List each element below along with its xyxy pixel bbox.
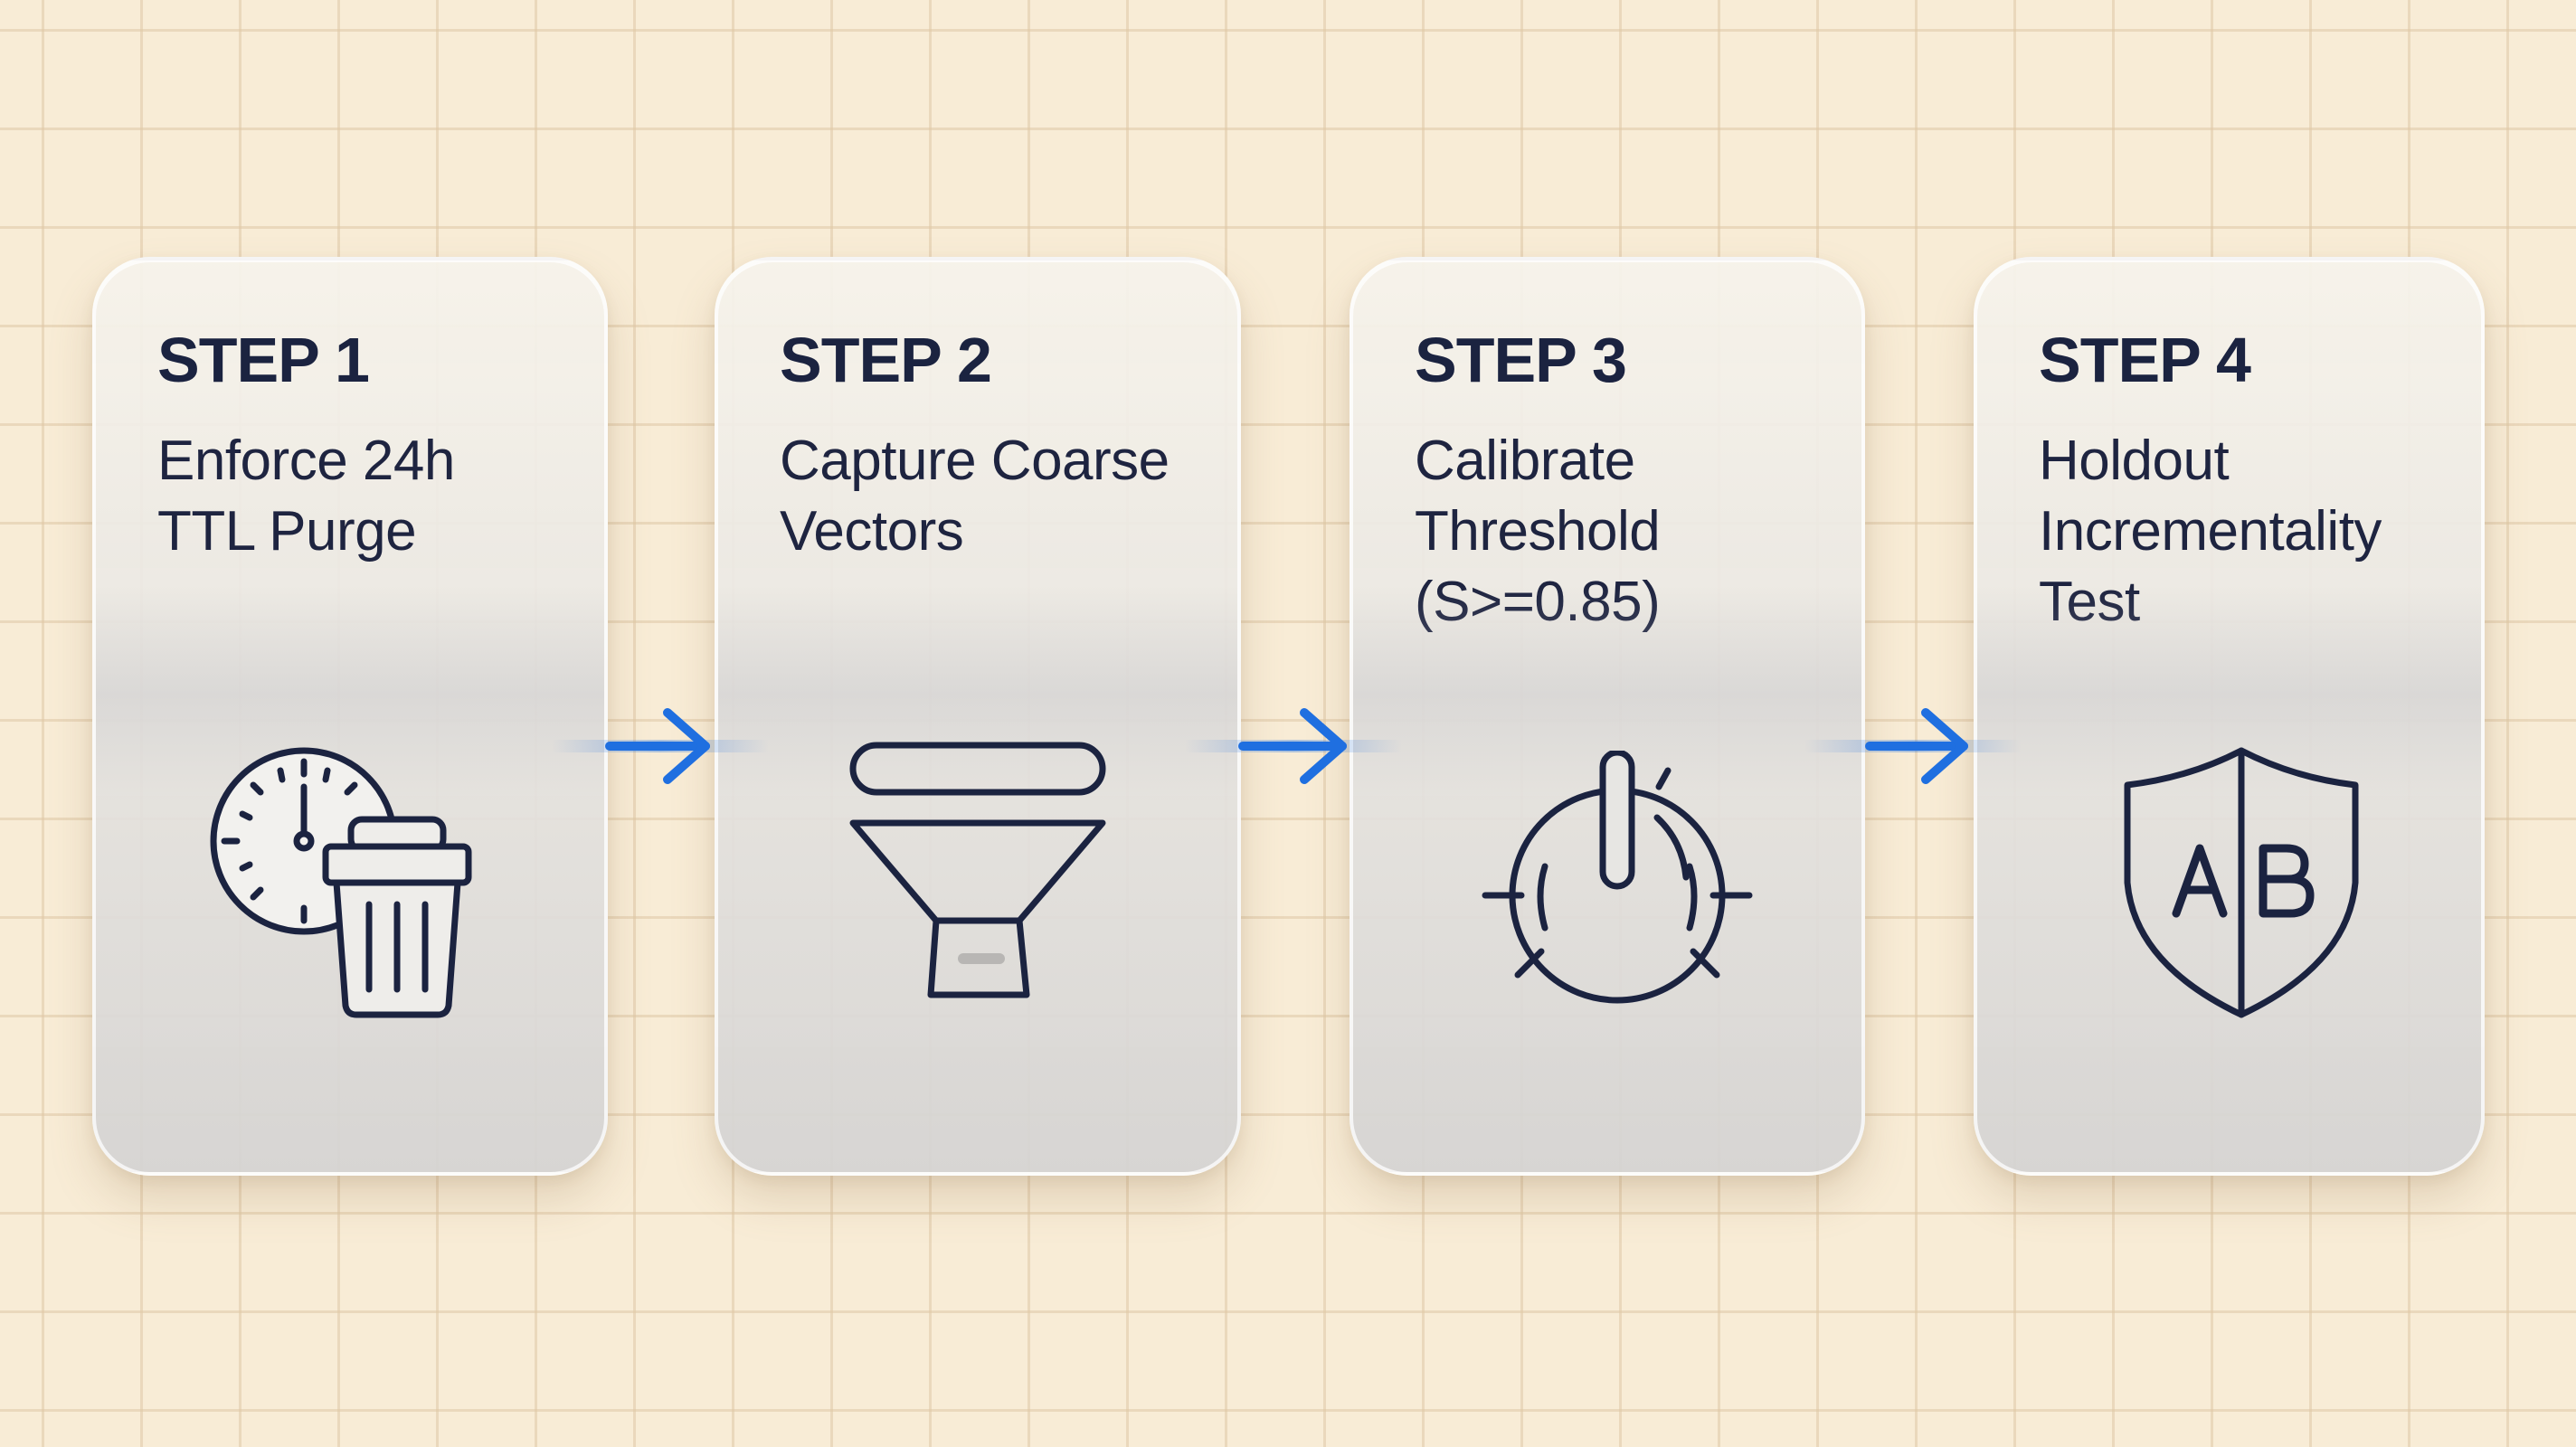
arrow-right-icon: [1185, 708, 1402, 784]
clock-trash-icon: [210, 747, 472, 1018]
step-card-4: STEP 4 Holdout Incrementality Test: [1974, 257, 2485, 1176]
dial-gauge-icon: [1482, 751, 1753, 1004]
step-card-2: STEP 2 Capture Coarse Vectors: [715, 257, 1241, 1176]
step-title: STEP 1: [157, 325, 370, 395]
step-title: STEP 3: [1415, 325, 1627, 395]
arrow-right-icon: [552, 708, 769, 784]
step-description: Capture Coarse Vectors: [780, 430, 1170, 563]
ab-shield-icon: [2124, 747, 2359, 1018]
step-description: Enforce 24h TTL Purge: [157, 430, 455, 563]
step-card-3: STEP 3 Calibrate Threshold (S>=0.85): [1350, 257, 1865, 1176]
arrow-right-icon: [1804, 708, 2022, 784]
step-description: Calibrate Threshold (S>=0.85): [1415, 430, 1661, 633]
step-title: STEP 2: [780, 325, 992, 395]
step-title: STEP 4: [2039, 325, 2251, 395]
step-description: Holdout Incrementality Test: [2039, 430, 2382, 633]
step-card-1: STEP 1 Enforce 24h TTL Purge: [92, 257, 608, 1176]
funnel-icon: [849, 742, 1106, 998]
